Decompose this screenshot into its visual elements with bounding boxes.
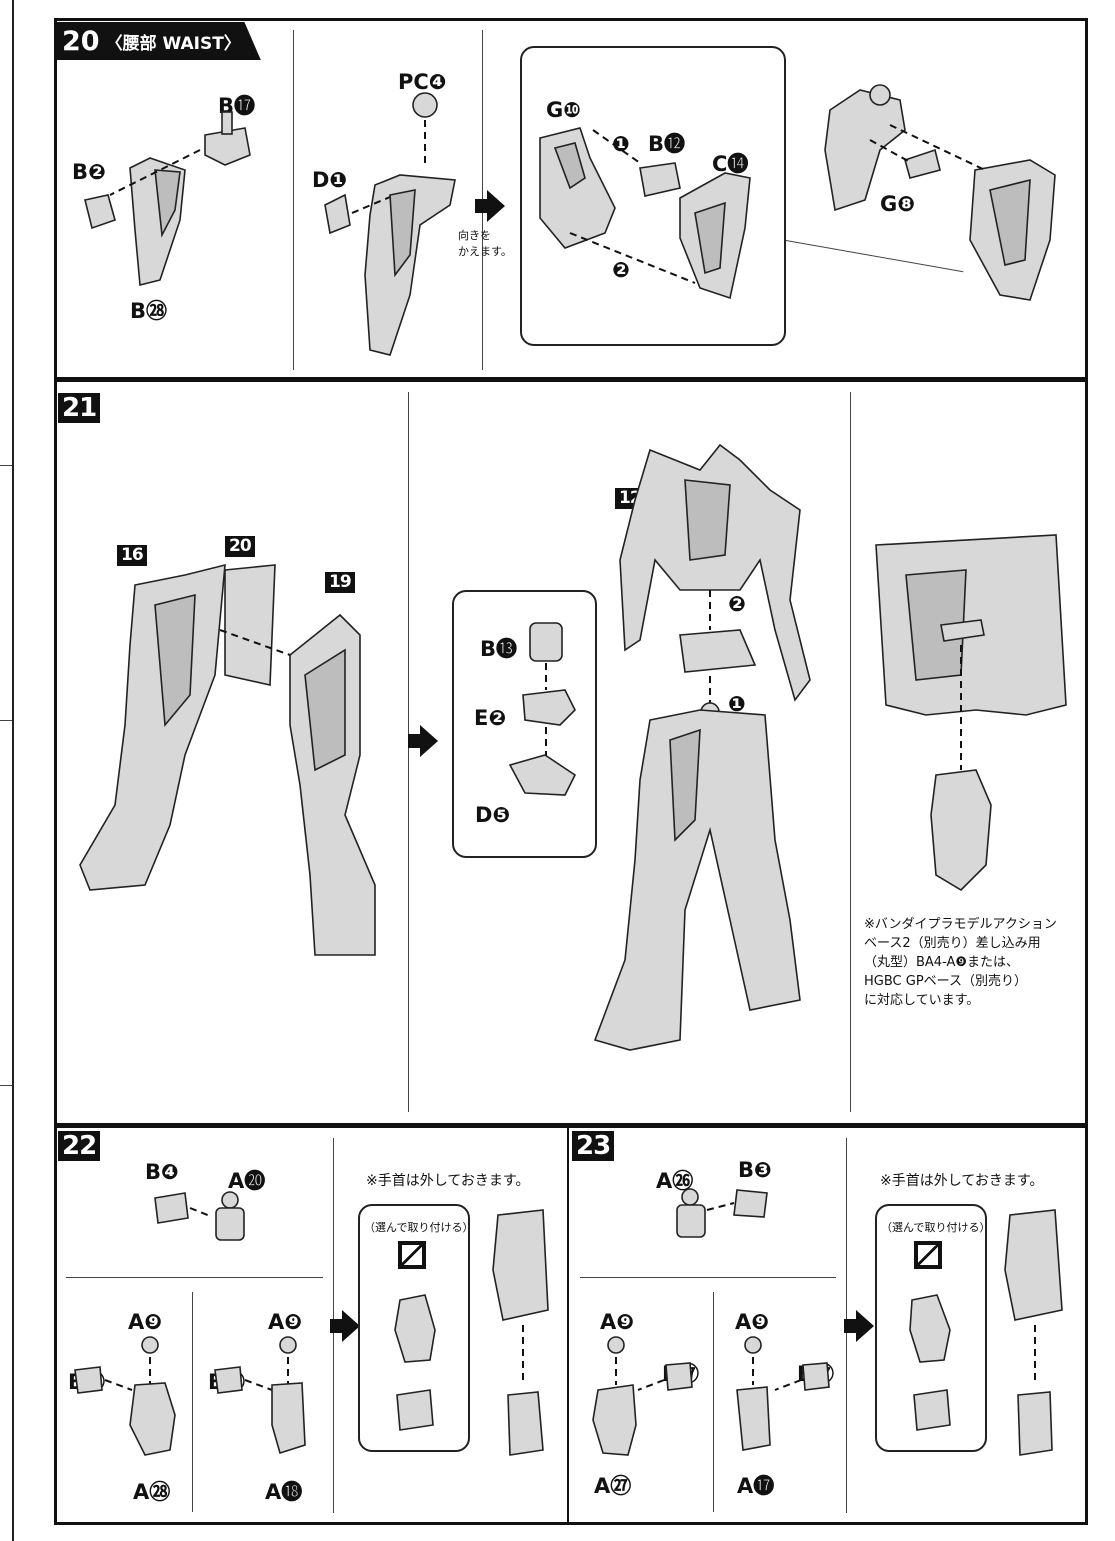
hand-options-illustration [394, 1294, 436, 1431]
choice-box [358, 1204, 470, 1452]
part-label: B⓬ [648, 132, 686, 156]
order-mark: ❷ [728, 592, 746, 616]
forearm-illustration [492, 1209, 549, 1456]
hand-options-illustration [909, 1294, 951, 1431]
part-label: B❷ [72, 160, 106, 184]
divider [850, 392, 851, 1112]
divider [66, 1277, 323, 1278]
page-edge-bar [0, 0, 14, 1541]
step-number: 20 [62, 25, 100, 57]
divider [580, 1277, 836, 1278]
part-label: A❾ [600, 1310, 635, 1334]
step-title: 〈腰部 WAIST〉 [105, 33, 241, 54]
waist-assembly-illustration [324, 92, 456, 356]
wrist-note: ※手首は外しておきます。 [366, 1173, 530, 1189]
choose-note: （選んで取り付ける） [364, 1221, 474, 1234]
order-mark: ❶ [728, 692, 746, 716]
divider [713, 1292, 714, 1512]
turn-note: 向きを かえます。 [458, 229, 512, 258]
full-body-illustration [593, 443, 811, 1051]
divider [408, 392, 409, 1112]
divider [567, 1125, 569, 1523]
part-label: A㉘ [133, 1480, 171, 1504]
fist-hand-illustration [214, 1336, 306, 1455]
choice-box [875, 1204, 987, 1452]
open-hand-illustration [592, 1336, 693, 1456]
fist-hand-illustration [736, 1336, 830, 1451]
subassembly-ref: 19 [325, 572, 355, 593]
rear-armor-illustration [539, 127, 751, 300]
margin-divider [0, 1085, 12, 1086]
wrist-joint-illustration [676, 1188, 768, 1238]
part-label: PC❹ [398, 70, 447, 94]
part-label: A⓴ [228, 1169, 266, 1193]
divider [293, 30, 294, 370]
subassembly-ref: 20 [225, 536, 255, 557]
step-22-23-panel [54, 1125, 1088, 1525]
divider [192, 1292, 193, 1512]
part-label: B❹ [145, 1160, 179, 1184]
next-arrow [475, 190, 505, 222]
order-mark: ❷ [612, 258, 630, 282]
step-number: 22 [58, 1131, 101, 1161]
part-label: B⓭ [480, 637, 518, 661]
base-note: ※バンダイプラモデルアクション ベース2（別売り）差し込み用 （丸型）BA4-A… [864, 917, 1057, 1008]
part-label: G❽ [880, 192, 916, 216]
step-number: 21 [58, 393, 101, 423]
choice-icon [914, 1241, 942, 1269]
order-mark: ❶ [612, 132, 630, 156]
next-arrow [844, 1310, 874, 1342]
choice-icon [398, 1241, 426, 1269]
waist-front-armor-illustration [84, 111, 251, 287]
waist-rear-assembly-illustration [824, 84, 1056, 301]
step-20-panel [54, 18, 1088, 380]
step-number: 23 [572, 1131, 615, 1161]
margin-divider [0, 720, 12, 721]
part-label: A❾ [268, 1310, 303, 1334]
part-label: A❾ [735, 1310, 770, 1334]
part-label: E❷ [474, 706, 507, 730]
part-label: C⓮ [712, 152, 749, 176]
part-label: D❺ [475, 803, 511, 827]
base-connector-illustration [875, 534, 1067, 892]
part-label: D❶ [312, 168, 348, 192]
part-label: A⓱ [737, 1474, 775, 1498]
wrist-note: ※手首は外しておきます。 [880, 1173, 1044, 1189]
open-hand-illustration [74, 1336, 176, 1456]
part-label: B❸ [738, 1158, 772, 1182]
part-label: A❾ [128, 1310, 163, 1334]
next-arrow [330, 1310, 360, 1342]
next-arrow [408, 725, 438, 757]
part-label: A⓲ [265, 1480, 303, 1504]
detail-box [452, 590, 597, 858]
choose-note: （選んで取り付ける） [881, 1221, 991, 1234]
step-21-panel [54, 379, 1088, 1126]
legs-illustration [79, 563, 376, 956]
forearm-illustration [1004, 1209, 1063, 1456]
step-20-title: 20 〈腰部 WAIST〉 [56, 22, 261, 60]
part-label: B㉘ [130, 299, 168, 323]
subassembly-ref: 16 [117, 545, 147, 566]
wrist-joint-illustration [154, 1191, 245, 1241]
torso-joint-illustration [508, 622, 577, 796]
margin-divider [0, 465, 12, 466]
part-label: G❿ [546, 98, 582, 122]
part-label: A㉗ [594, 1474, 632, 1498]
detail-box [520, 46, 786, 346]
